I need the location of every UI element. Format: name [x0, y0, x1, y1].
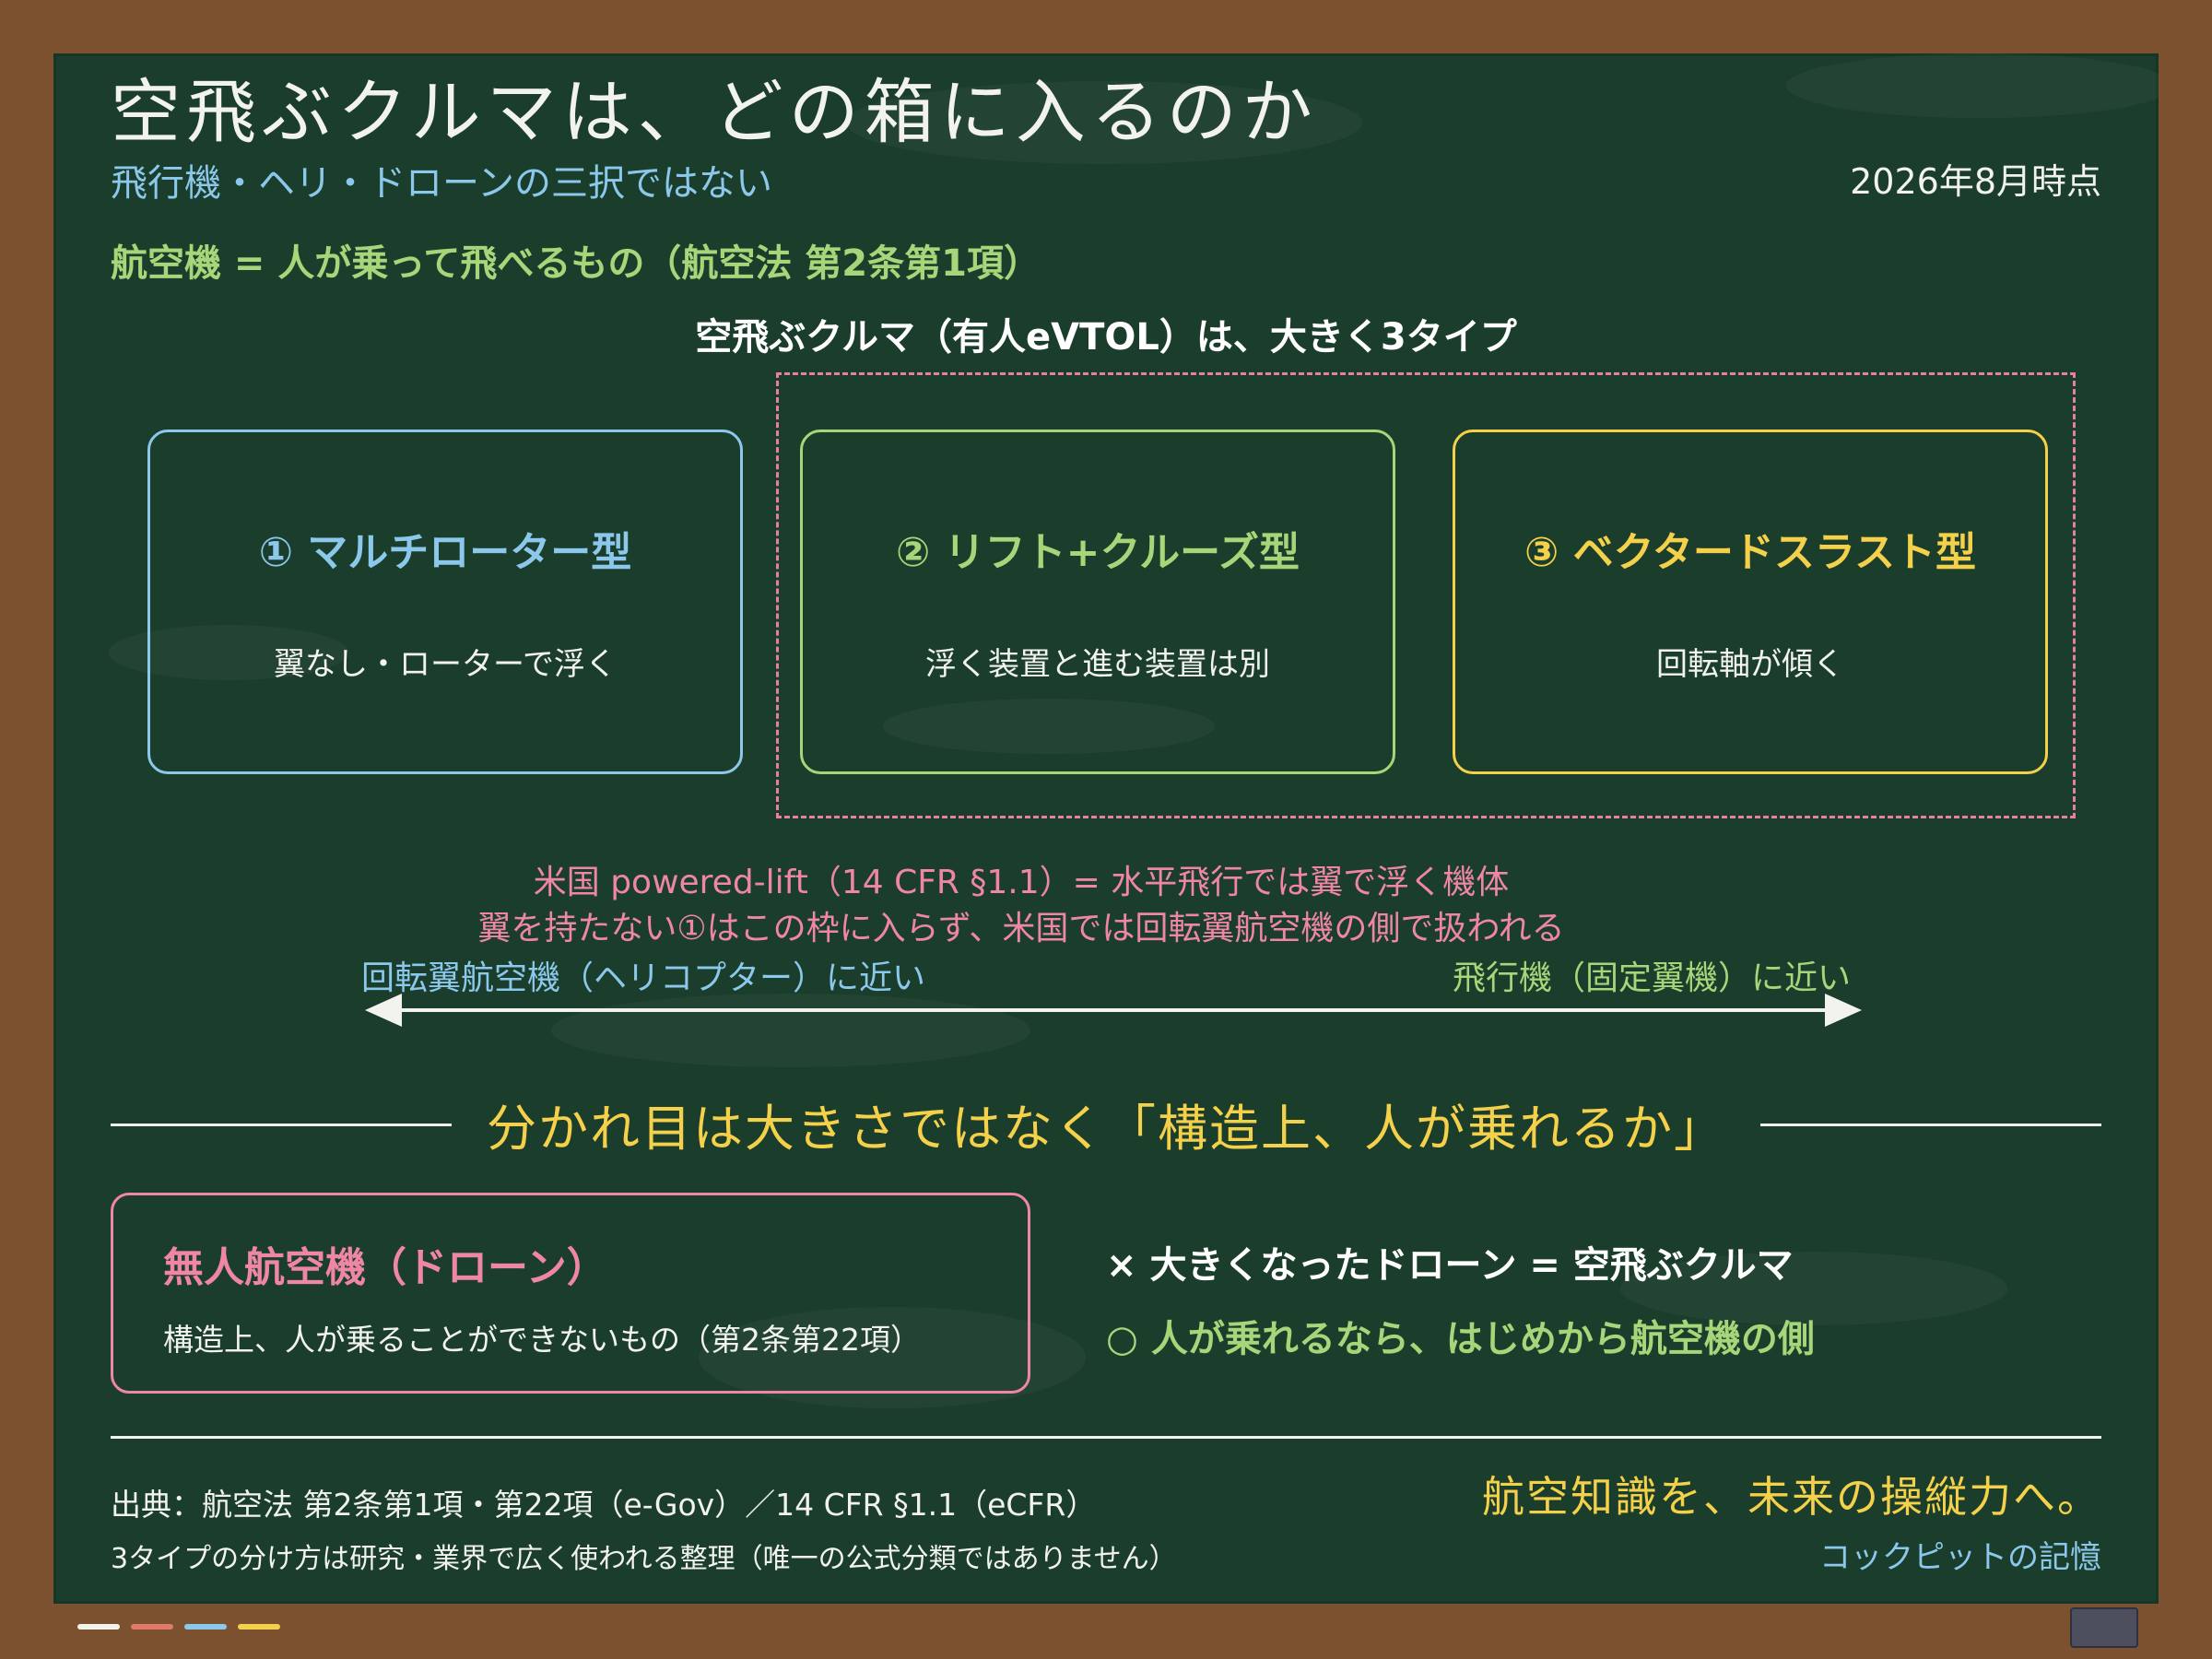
card-lift-cruise: ② リフト+クルーズ型 浮く装置と進む装置は別 [800, 429, 1395, 774]
slogan: 航空知識を、未来の操縦力へ。 [1482, 1472, 2101, 1522]
powered-lift-frame [776, 372, 2076, 818]
drone-title: 無人航空機（ドローン） [163, 1244, 607, 1291]
divider-line [1760, 1124, 2101, 1126]
white-chalk-icon [77, 1624, 120, 1630]
correct-statement: ○ 人が乗れるなら、はじめから航空機の側 [1106, 1318, 1815, 1360]
powered-lift-note: 米国 powered-lift（14 CFR §1.1）= 水平飛行では翼で浮く… [533, 864, 1510, 901]
page-title: 空飛ぶクルマは、どの箱に入るのか [111, 71, 1318, 153]
card-desc: 回転軸が傾く [1656, 646, 1844, 683]
misconception-statement: × 大きくなったドローン = 空飛ぶクルマ [1106, 1244, 1794, 1287]
blackboard: 空飛ぶクルマは、どの箱に入るのか 飛行機・ヘリ・ドローンの三択ではない 2026… [53, 53, 2159, 1604]
fixed-wing-side-label: 飛行機（固定翼機）に近い [1453, 959, 1852, 997]
types-heading: 空飛ぶクルマ（有人eVTOL）は、大きく3タイプ [695, 316, 1517, 359]
date-label: 2026年8月時点 [1850, 161, 2101, 202]
yellow-chalk-icon [238, 1624, 280, 1630]
rotorcraft-side-label: 回転翼航空機（ヘリコプター）に近い [361, 959, 926, 997]
aircraft-definition: 航空機 = 人が乗って飛べるもの（航空法 第2条第1項） [111, 242, 1041, 285]
footer-divider [111, 1436, 2101, 1439]
card-title: ② リフト+クルーズ型 [896, 529, 1300, 576]
drone-desc: 構造上、人が乗ることができないもの（第2条第22項） [163, 1322, 921, 1358]
blue-chalk-icon [184, 1624, 227, 1630]
card-title: ③ ベクタードスラスト型 [1524, 529, 1976, 576]
source-citation: 出典：航空法 第2条第1項・第22項（e-Gov）／14 CFR §1.1（eC… [111, 1487, 1097, 1523]
key-point: 分かれ目は大きさではなく「構造上、人が乗れるか」 [487, 1100, 1725, 1158]
key-point-row: 分かれ目は大きさではなく「構造上、人が乗れるか」 [111, 1088, 2101, 1161]
page-subtitle: 飛行機・ヘリ・ドローンの三択ではない [111, 162, 772, 205]
chalk-smudge [1786, 53, 2159, 118]
drone-box: 無人航空機（ドローン） 構造上、人が乗ることができないもの（第2条第22項） [111, 1193, 1030, 1394]
card-desc: 翼なし・ローターで浮く [274, 646, 617, 683]
classification-note: 3タイプの分け方は研究・業界で広く使われる整理（唯一の公式分類ではありません） [111, 1543, 1177, 1575]
brand-name: コックピットの記憶 [1819, 1539, 2101, 1576]
card-title: ① マルチローター型 [258, 529, 632, 576]
card-vectored-thrust: ③ ベクタードスラスト型 回転軸が傾く [1453, 429, 2048, 774]
divider-line [111, 1124, 452, 1126]
double-arrow-icon [365, 994, 1862, 1027]
powered-lift-note: 翼を持たない①はこの枠に入らず、米国では回転翼航空機の側で扱われる [477, 910, 1565, 947]
red-chalk-icon [131, 1624, 173, 1630]
eraser-icon [2070, 1607, 2138, 1648]
card-multirotor: ① マルチローター型 翼なし・ローターで浮く [147, 429, 743, 774]
card-desc: 浮く装置と進む装置は別 [925, 646, 1270, 683]
